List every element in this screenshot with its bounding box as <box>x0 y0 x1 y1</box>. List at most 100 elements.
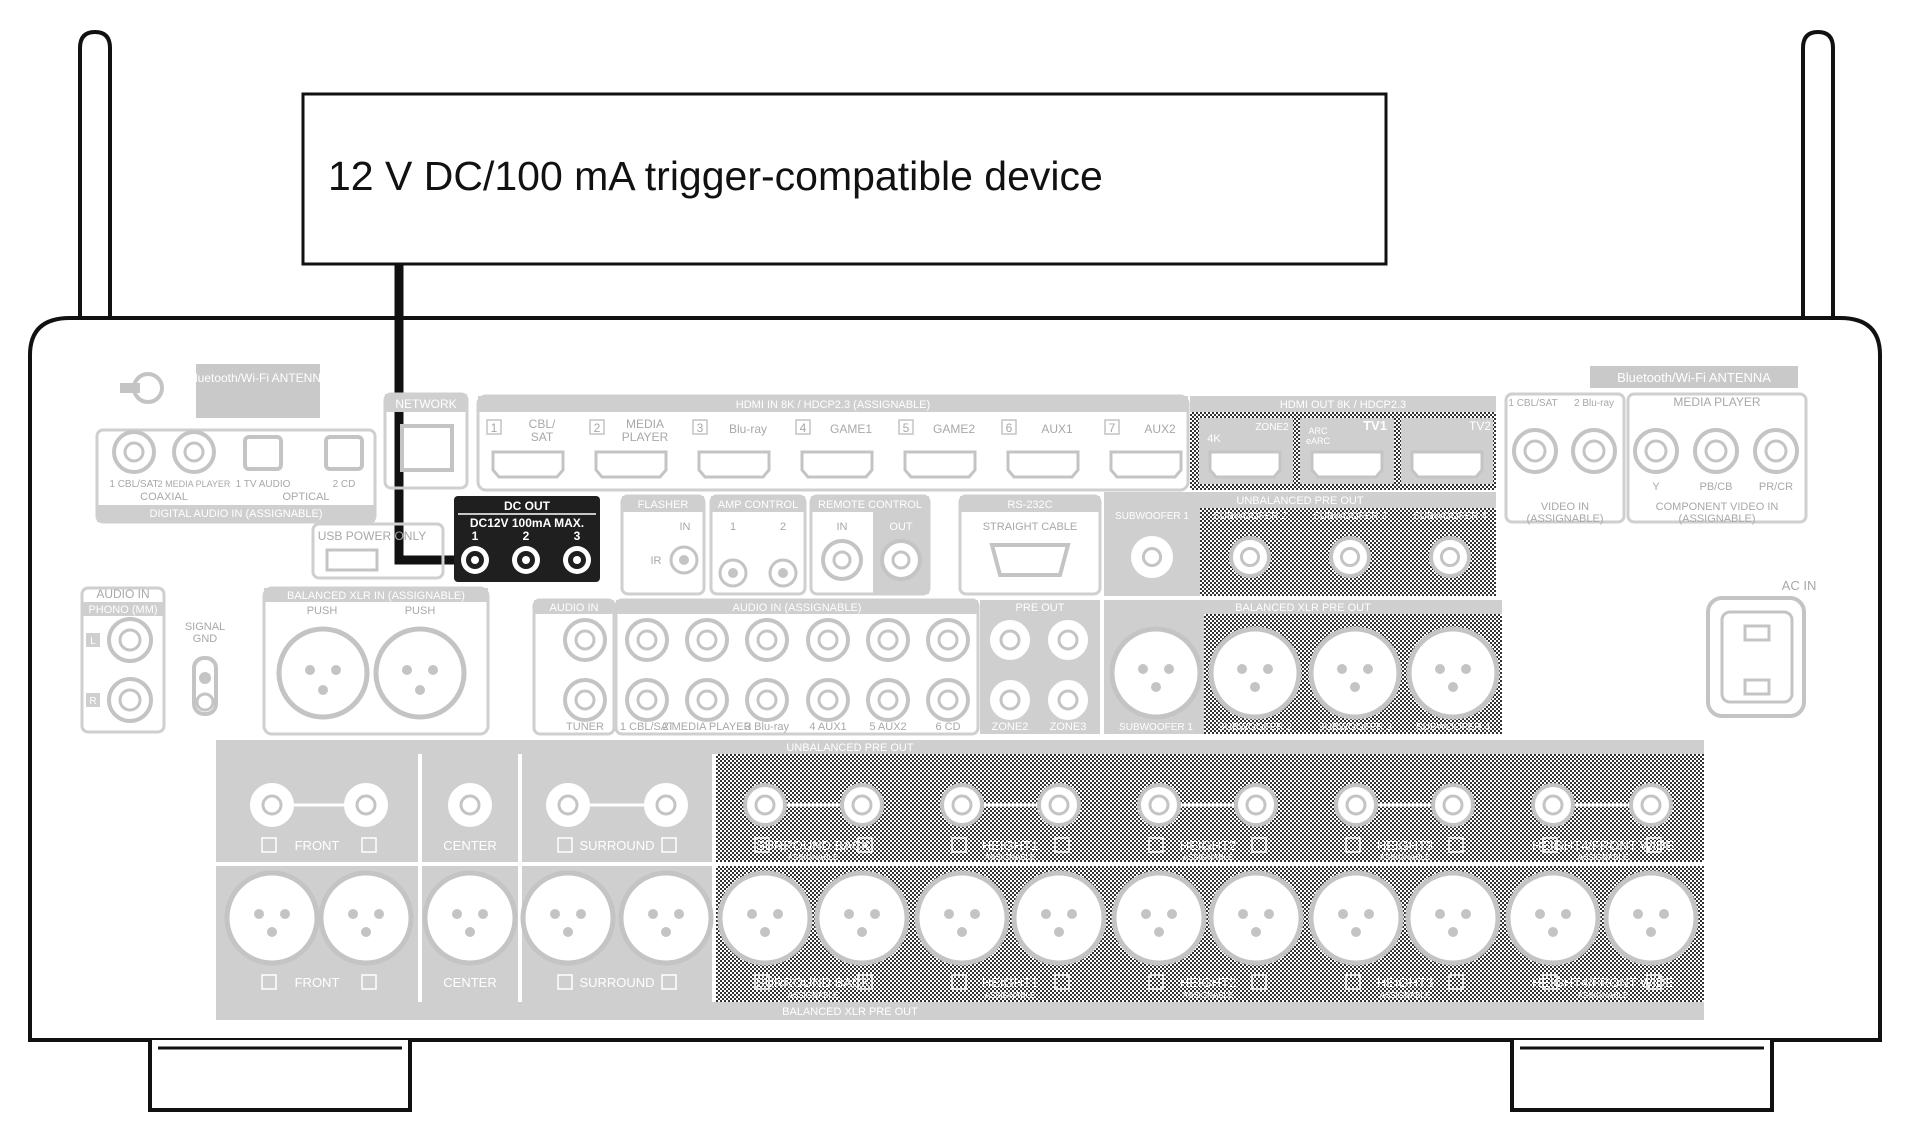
audio-in-jack-label: 6 CD <box>935 721 960 733</box>
video-in-jack-1-label: 1 CBL/SAT <box>1508 398 1557 409</box>
subwoofer-top-label: SUBWOOFER 2 <box>1213 511 1287 522</box>
bottom-unbalanced-label: SURROUND BACK <box>756 838 870 853</box>
audio-in-jack-label: 5 AUX2 <box>869 721 906 733</box>
bottom-xlr-jack <box>717 870 813 966</box>
bottom-xlr-jack <box>1505 870 1601 966</box>
optical-jack-1 <box>243 435 283 471</box>
optical-label: OPTICAL <box>282 491 329 503</box>
amp-control-jack-2-label: 2 <box>780 521 786 533</box>
remote-control-title: REMOTE CONTROL <box>818 499 922 511</box>
optical-jack-2-label: 2 CD <box>333 479 356 490</box>
bottom-unbalanced-label: FRONT <box>295 838 340 853</box>
bottom-unbalanced-jack <box>546 783 590 827</box>
coaxial-jack-2-label: 2 MEDIA PLAYER <box>158 479 231 489</box>
dc-out-jack-3 <box>563 546 591 574</box>
bottom-unbalanced-jack <box>1629 783 1673 827</box>
bottom-unbalanced-jack <box>644 783 688 827</box>
bottom-xlr-jack <box>1603 870 1699 966</box>
component-jack-pb <box>1693 428 1739 474</box>
hdmi-in-number-box <box>795 419 811 435</box>
amp-control-section: AMP CONTROL 1 2 <box>709 494 807 596</box>
zone2-jack-r <box>990 680 1030 720</box>
network-label: NETWORK <box>395 397 456 411</box>
bottom-unbalanced-jack <box>344 783 388 827</box>
zone3-jack-l <box>1048 620 1088 660</box>
phono-l-label: L <box>90 636 96 647</box>
bottom-xlr-assignable: ASSIGNABLE <box>788 991 839 1000</box>
bottom-unbalanced-jack <box>1137 783 1181 827</box>
flasher-ir-label: IR <box>651 555 662 567</box>
hdmi-out-tv2-label: TV2 <box>1469 419 1491 433</box>
ac-in-section: AC IN <box>1706 578 1816 718</box>
hdmi-in-port <box>594 450 668 479</box>
bottom-unbalanced-jack <box>840 783 884 827</box>
audio-in-jack-l <box>685 618 729 662</box>
audio-in-jack-l <box>806 618 850 662</box>
bottom-xlr-label: SURROUND <box>579 975 654 990</box>
hdmi-in-port <box>491 450 565 479</box>
amp-control-jack-2 <box>768 558 798 588</box>
bottom-xlr-jack <box>914 870 1010 966</box>
audio-in-jack-label: 2 MEDIA PLAYER <box>662 721 751 733</box>
bottom-unbalanced-label: SURROUND <box>579 838 654 853</box>
xlr-in-jack-l <box>373 626 467 720</box>
antenna-label-left-panel: Bluetooth/Wi-Fi ANTENNA <box>120 364 329 418</box>
trigger-cable <box>394 264 475 565</box>
coaxial-label: COAXIAL <box>140 491 188 503</box>
remote-control-out-label: OUT <box>889 521 913 533</box>
audio-in-jack-l <box>625 618 669 662</box>
flasher-in-label: IN <box>680 521 691 533</box>
remote-control-out-jack <box>880 539 922 581</box>
hdmi-out-port-tv2 <box>1410 450 1484 479</box>
bottom-xlr-assignable: ASSIGNABLE <box>1578 991 1629 1000</box>
hdmi-in-number-box <box>1104 419 1120 435</box>
xlr-subwoofer-jack <box>1208 626 1302 720</box>
dc-out-section: DC OUT DC12V 100mA MAX. 1 2 3 <box>454 496 600 582</box>
antenna-label-right: Bluetooth/Wi-Fi ANTENNA <box>1617 370 1771 385</box>
zone3-jack-r <box>1048 680 1088 720</box>
hdmi-in-number: 6 <box>1006 421 1013 435</box>
coaxial-jack-2 <box>172 430 216 474</box>
hdmi-out-title: HDMI OUT 8K / HDCP2.3 <box>1280 399 1406 411</box>
subwoofer-top-jack <box>1429 536 1471 578</box>
bottom-unbalanced-jack <box>1234 783 1278 827</box>
hdmi-in-port-label: CBL/SAT <box>529 417 556 444</box>
amp-control-jack-1-label: 1 <box>730 521 736 533</box>
hdmi-in-number: 4 <box>800 421 807 435</box>
xlr-subwoofer-label: SUBWOOFER 2 <box>1218 722 1292 733</box>
coaxial-jack-1-label: 1 CBL/SAT <box>109 479 158 490</box>
antenna-label-left: Bluetooth/Wi-Fi ANTENNA <box>187 371 329 385</box>
bottom-unbalanced-label: HEIGHT1 <box>982 838 1038 853</box>
hdmi-in-port <box>800 450 874 479</box>
subwoofer-top-label: SUBWOOFER 1 <box>1115 511 1189 522</box>
audio-in-jack-l <box>745 618 789 662</box>
dc-out-jack-1 <box>461 546 489 574</box>
hdmi-in-number: 1 <box>491 421 498 435</box>
rs232c-port <box>989 543 1071 577</box>
audio-in-phono-title: AUDIO IN <box>96 587 149 601</box>
video-in-section: 1 CBL/SAT 2 Blu-ray VIDEO IN(ASSIGNABLE) <box>1504 392 1626 525</box>
optical-jack-1-label: 1 TV AUDIO <box>236 479 291 490</box>
phono-r-label: R <box>89 696 96 707</box>
component-jack-pr-label: PR/CR <box>1759 481 1793 493</box>
hdmi-in-number-box <box>898 419 914 435</box>
dc-out-jack-2 <box>512 546 540 574</box>
hdmi-in-number-box <box>589 419 605 435</box>
hdmi-in-port-label: GAME1 <box>830 422 872 436</box>
trigger-device-box: 12 V DC/100 mA trigger-compatible device <box>301 92 1388 266</box>
bottom-xlr-assignable: ASSIGNABLE <box>1183 991 1234 1000</box>
hdmi-out-tv1-label: TV1 <box>1363 418 1387 433</box>
bottom-unbalanced-jack <box>743 783 787 827</box>
bottom-xlr-jack <box>814 870 910 966</box>
component-jack-pb-label: PB/CB <box>1699 481 1732 493</box>
bottom-xlr-assignable: ASSIGNABLE <box>985 991 1036 1000</box>
amp-control-title: AMP CONTROL <box>718 499 798 511</box>
bottom-xlr-label: HEIGHT2 <box>1180 975 1236 990</box>
remote-control-in-jack <box>821 539 863 581</box>
subwoofer-top-jack <box>1131 536 1173 578</box>
hdmi-in-number-box <box>692 419 708 435</box>
antenna-label-right-panel: Bluetooth/Wi-Fi ANTENNA <box>1590 366 1798 388</box>
dc-out-title: DC OUT <box>504 499 551 513</box>
